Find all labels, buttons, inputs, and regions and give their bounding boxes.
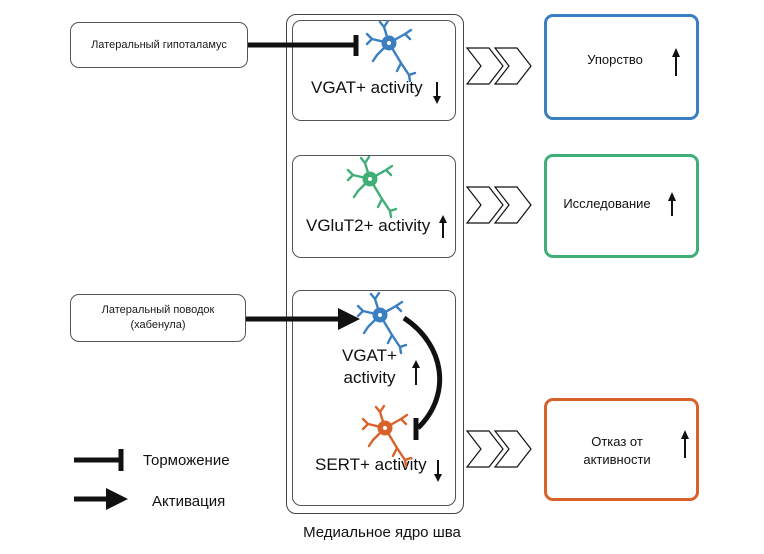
sert-neuron-icon [361, 404, 413, 468]
outcome-persistence-label: Упорство [587, 52, 643, 67]
outcome-persistence [544, 14, 699, 120]
chevron-arrow-icon [466, 186, 532, 224]
arrow-up-icon [681, 430, 689, 458]
arrow-up-icon [439, 215, 447, 238]
arrow-down-icon [434, 460, 442, 482]
vglut2-neuron-icon [346, 155, 398, 219]
chevron-arrow-icon [466, 47, 532, 85]
vglut2-activity-label: VGluT2+ activity [306, 216, 431, 235]
outcome-exploration [544, 154, 699, 258]
sert-activity-label: SERT+ activity [315, 455, 427, 474]
legend-activation-label: Активация [152, 493, 226, 510]
chevron-arrow-icon [466, 430, 532, 468]
legend-activation-symbol [74, 488, 128, 510]
lhb-activation-connection [246, 308, 360, 330]
median-raphe-container [286, 14, 464, 514]
vgat-sert-inhibition-connection [402, 315, 443, 440]
source-label: Латеральный гипоталамус [91, 38, 227, 51]
outcome-disengagement [544, 398, 699, 501]
panel-vgat-top [292, 20, 456, 121]
lh-inhibition-connection [248, 35, 359, 56]
source-label: Латеральный поводок (хабенула) [101, 304, 215, 331]
source-lateral-habenula: Латеральный поводок (хабенула) [70, 294, 246, 342]
vgat-neuron-icon [365, 19, 417, 83]
vgat-bottom-activity-label: VGAT+ activity [342, 346, 397, 387]
arrow-up-icon [672, 48, 680, 76]
outcome-disengagement-label: Отказ от активности [583, 434, 651, 467]
arrow-down-icon [433, 82, 441, 104]
vgat-activity-label: VGAT+ activity [311, 78, 423, 97]
source-lateral-hypothalamus: Латеральный гипоталамус [70, 22, 248, 68]
vgat-bottom-neuron-icon [356, 291, 408, 355]
arrow-up-icon [668, 192, 676, 216]
panel-vgat-sert [292, 290, 456, 506]
median-raphe-caption: Медиальное ядро шва [303, 524, 461, 541]
legend-inhibition-label: Торможение [143, 452, 230, 469]
panel-vglut2 [292, 155, 456, 258]
arrow-up-icon [412, 360, 420, 385]
outcome-exploration-label: Исследование [563, 196, 651, 211]
legend-inhibition-symbol [74, 449, 124, 471]
